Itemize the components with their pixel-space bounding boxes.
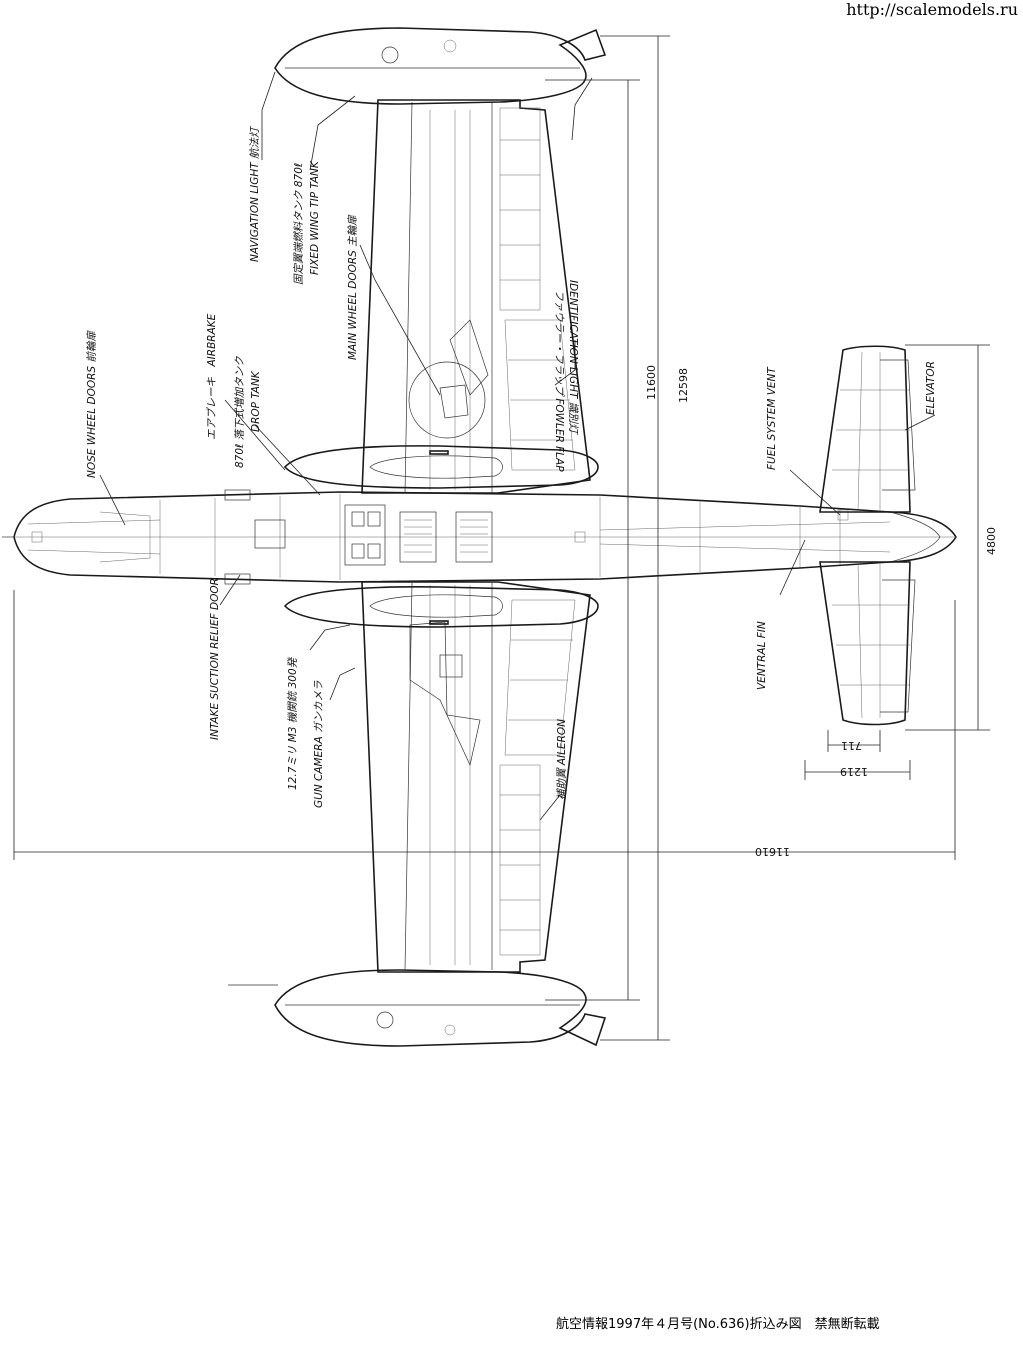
lower-drop-tank — [283, 586, 599, 628]
callout-labels: NAVIGATION LIGHT 航法灯 固定翼端燃料タンク 870ℓ FIXE… — [86, 125, 937, 808]
label-drop-tank: DROP TANK — [250, 370, 262, 432]
dim-12598: 12598 — [677, 368, 690, 403]
label-fowler-flap: ファウラー・フラップ FOWLER FLAP — [553, 290, 565, 472]
label-nose-wheel-doors: NOSE WHEEL DOORS 前輪扉 — [86, 330, 98, 478]
footer-credit: 航空情報1997年４月号(No.636)折込み図 禁無断転載 — [556, 1317, 880, 1332]
watermark-url: http://scalemodels.ru — [843, 0, 1021, 20]
leader-lines — [99, 71, 936, 821]
lower-wing — [361, 581, 591, 973]
label-elevator: ELEVATOR — [925, 361, 937, 415]
label-gun-camera: GUN CAMERA ガンカメラ — [313, 680, 325, 808]
upper-tailplane — [819, 345, 916, 513]
dim-11600: 11600 — [645, 365, 658, 400]
dim-4800: 4800 — [985, 527, 998, 555]
label-aileron: 補助翼 AILERON — [556, 719, 568, 800]
fuselage — [2, 489, 957, 585]
label-fuel-system-vent: FUEL SYSTEM VENT — [766, 366, 778, 470]
dim-711: 711 — [841, 739, 862, 752]
dimension-lines — [13, 35, 990, 1041]
label-intake-relief-door: INTAKE SUCTION RELIEF DOOR — [209, 578, 221, 740]
label-tip-tank-jp: 固定翼端燃料タンク 870ℓ — [293, 163, 305, 285]
label-tip-tank: FIXED WING TIP TANK — [309, 160, 321, 275]
lower-tip-tank — [228, 969, 607, 1047]
label-airbrake: エアブレーキ AIRBRAKE — [206, 313, 218, 440]
label-gun: 12.7ミリ M3 機関銃 300発 — [287, 656, 299, 790]
dimension-values: 11600 12598 4800 711 1219 11610 — [645, 365, 998, 858]
label-identification-light: IDENTIFICATION LIGHT 識別灯 — [567, 280, 579, 436]
upper-drop-tank — [283, 445, 599, 489]
dim-11610: 11610 — [755, 845, 790, 858]
upper-tip-tank — [274, 27, 607, 105]
label-main-wheel-doors: MAIN WHEEL DOORS 主輪扉 — [347, 214, 359, 360]
dim-1219: 1219 — [840, 765, 868, 778]
label-ventral-fin: VENTRAL FIN — [756, 621, 768, 690]
label-navigation-light: NAVIGATION LIGHT 航法灯 — [249, 125, 261, 262]
lower-tailplane — [819, 561, 916, 726]
label-drop-tank-jp: 870ℓ 落下式増加タンク — [234, 356, 246, 468]
